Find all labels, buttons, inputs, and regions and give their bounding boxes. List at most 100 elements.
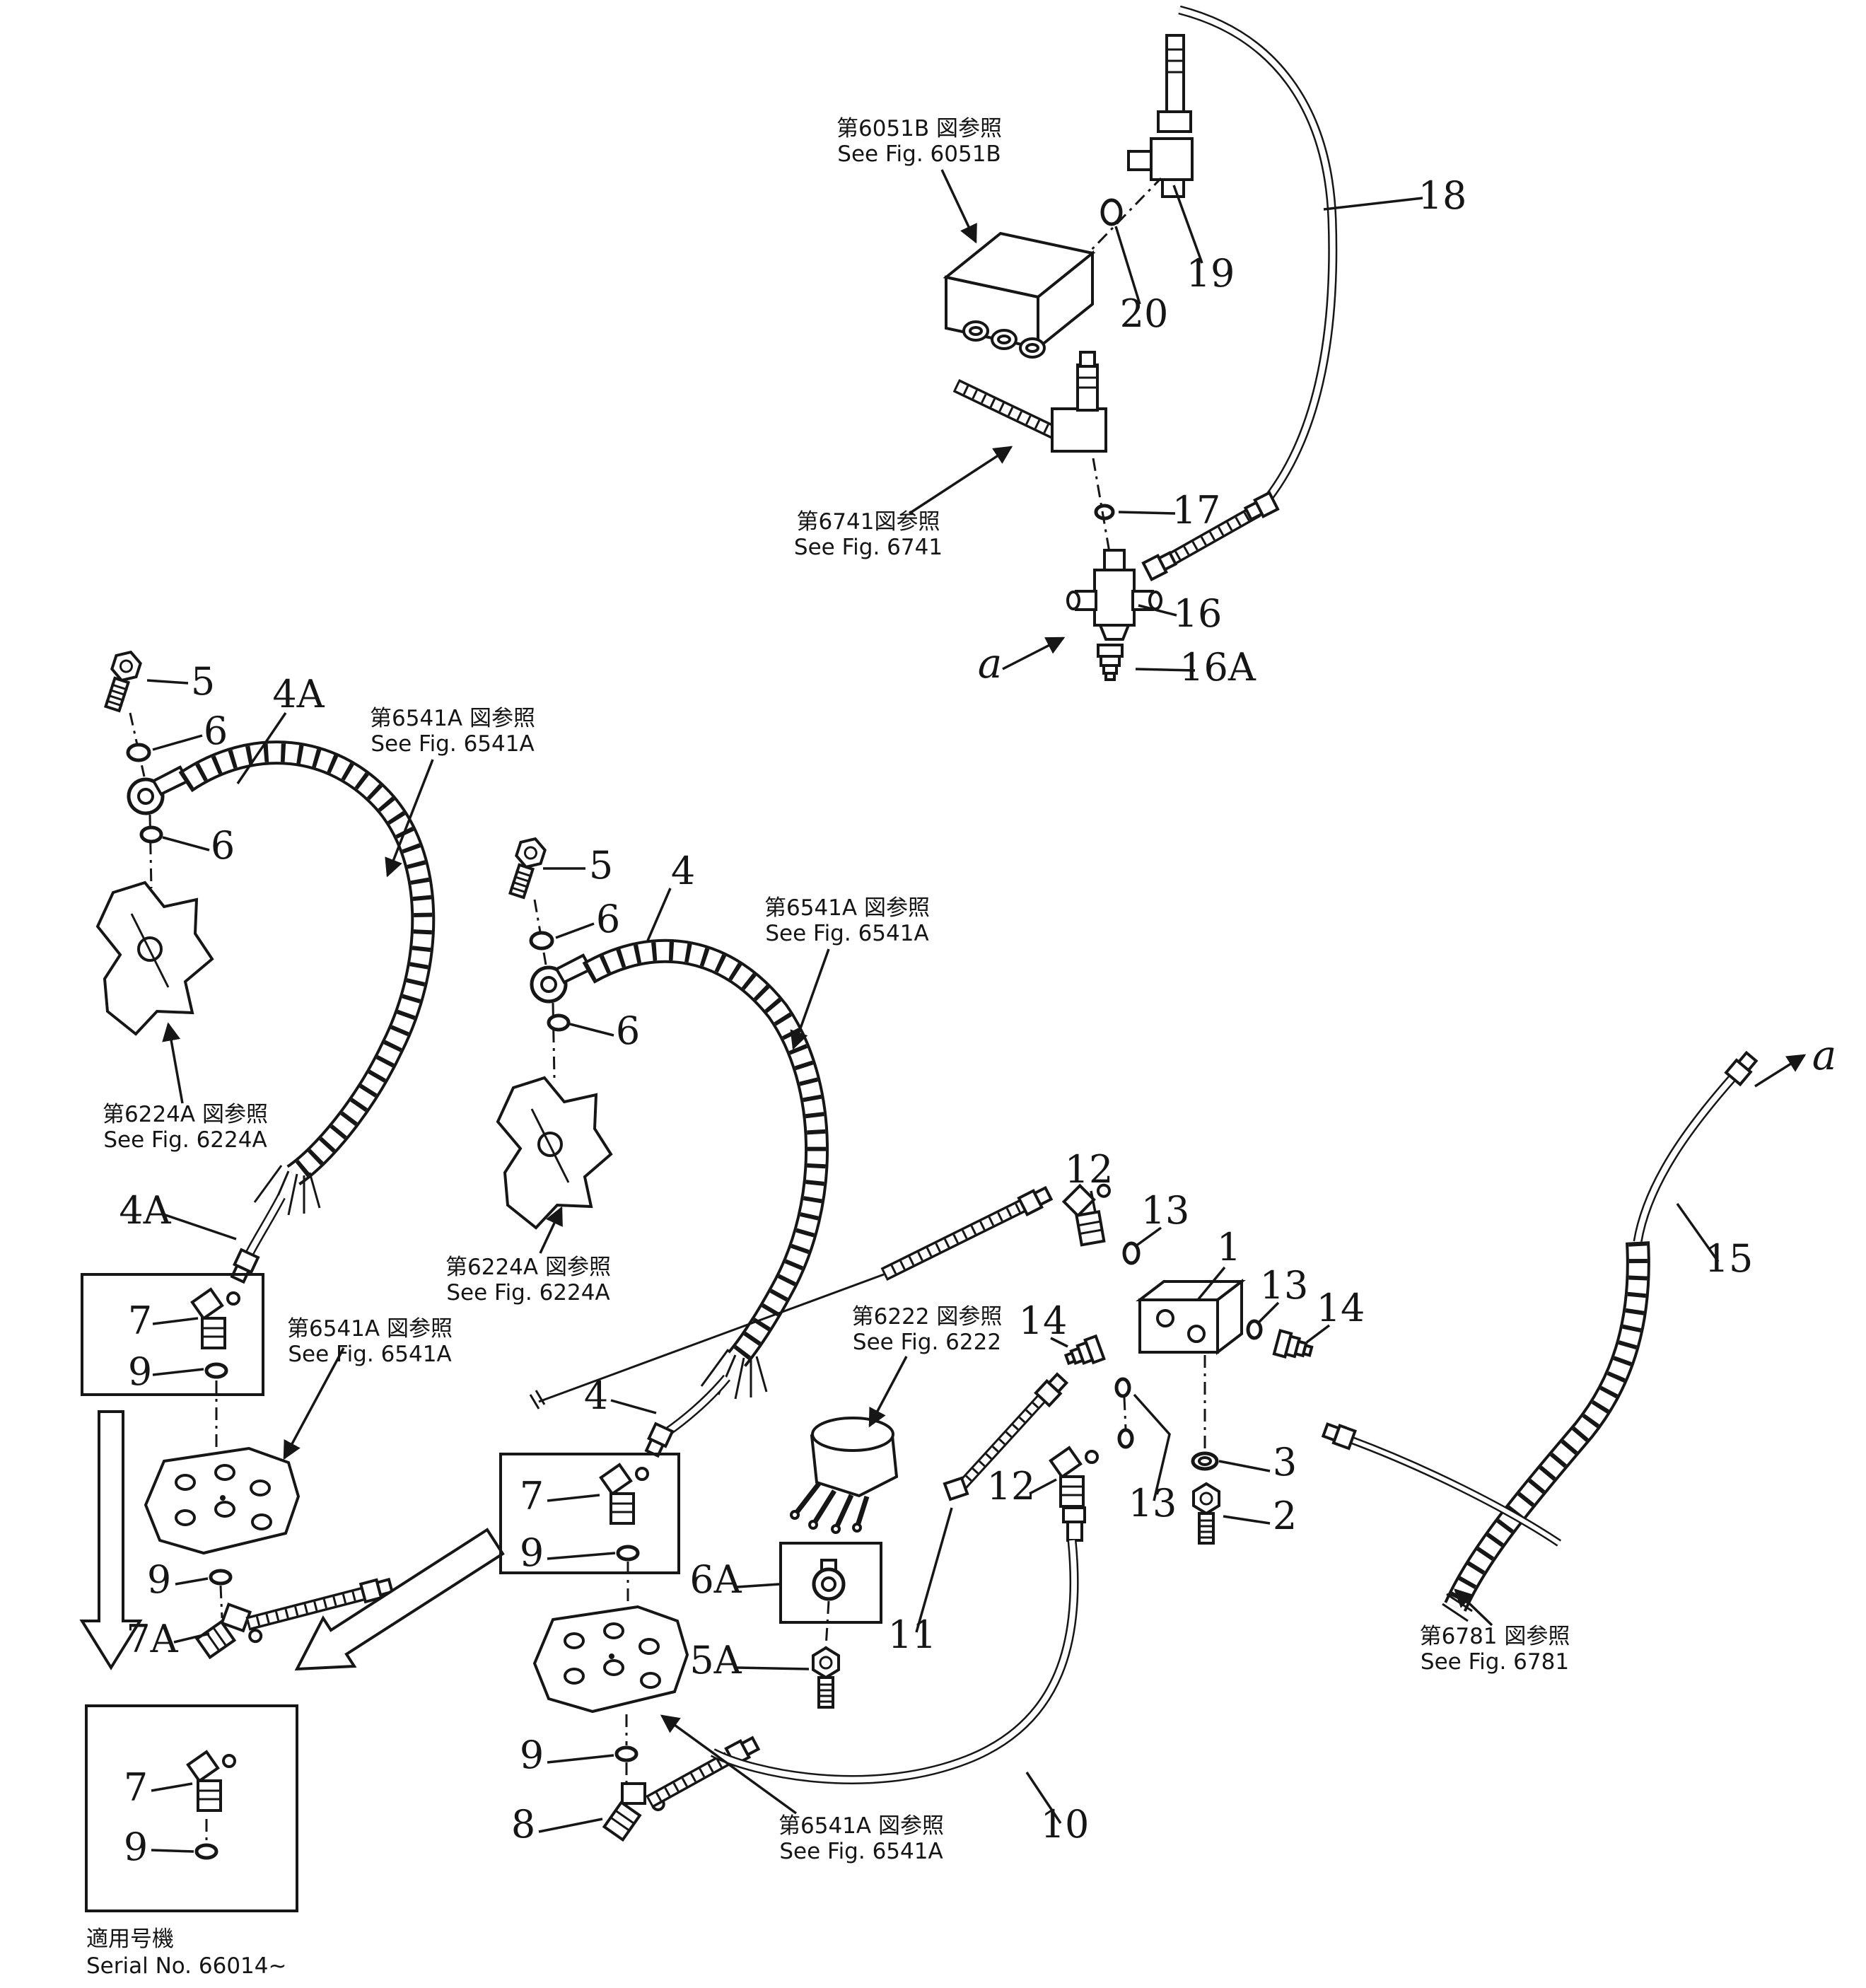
fig-ref-6541a-bottom-en: See Fig. 6541A bbox=[779, 1839, 943, 1864]
callout-6a: 6A bbox=[689, 1557, 742, 1602]
callout-16: 16 bbox=[1174, 591, 1223, 636]
callout-3: 3 bbox=[1273, 1440, 1297, 1484]
fig-ref-6541a-mid-en: See Fig. 6541A bbox=[765, 921, 928, 946]
hose-4-end bbox=[642, 1374, 731, 1459]
arrow-a-right bbox=[1754, 1054, 1807, 1088]
box-6a bbox=[779, 1542, 882, 1624]
oring-6-mid-1 bbox=[529, 931, 554, 951]
box-7-9-left bbox=[81, 1273, 264, 1396]
plug-14-left bbox=[1061, 1335, 1106, 1372]
callout-20: 20 bbox=[1120, 291, 1169, 336]
callout-15: 15 bbox=[1705, 1236, 1754, 1281]
fig-ref-6222-jp: 第6222 図参照 bbox=[852, 1304, 1003, 1330]
leader-lines bbox=[146, 169, 1720, 1853]
callout-1: 1 bbox=[1217, 1225, 1241, 1269]
hose-18 bbox=[1178, 5, 1338, 508]
callout-19: 19 bbox=[1186, 251, 1235, 296]
block-1 bbox=[1136, 1278, 1246, 1356]
fig-ref-6224a-mid-jp: 第6224A 図参照 bbox=[445, 1255, 611, 1280]
fig-ref-6224a-mid-en: See Fig. 6224A bbox=[446, 1280, 610, 1306]
callout-13-top: 13 bbox=[1141, 1188, 1190, 1233]
oring-20 bbox=[1100, 198, 1123, 226]
callout-6-mid-1: 6 bbox=[596, 897, 620, 941]
bolt-5a bbox=[812, 1646, 840, 1709]
callout-13-low: 13 bbox=[1129, 1481, 1177, 1525]
fig-ref-6541a-bottom-jp: 第6541A 図参照 bbox=[779, 1813, 944, 1839]
callout-9-mid: 9 bbox=[520, 1530, 544, 1575]
oring-6-left-1 bbox=[126, 743, 151, 762]
callout-9-bottom: 9 bbox=[124, 1825, 148, 1869]
callout-10: 10 bbox=[1041, 1802, 1090, 1847]
fig-ref-6541a-topleft-jp: 第6541A 図参照 bbox=[370, 706, 535, 731]
callout-14-left: 14 bbox=[1019, 1298, 1068, 1343]
elbow-7-left bbox=[190, 1288, 240, 1349]
callout-4a-top: 4A bbox=[272, 672, 325, 716]
elbow-8 bbox=[594, 1771, 670, 1849]
callout-4-mid: 4 bbox=[584, 1373, 608, 1418]
fig-ref-6541a-mid-jp: 第6541A 図参照 bbox=[764, 895, 930, 921]
fig-ref-6541a-leftmid-en: See Fig. 6541A bbox=[288, 1342, 451, 1367]
fig-ref-6051b-en: See Fig. 6051B bbox=[837, 141, 1001, 167]
callout-7-bottom: 7 bbox=[124, 1765, 148, 1810]
hose-8 bbox=[646, 1736, 759, 1808]
callout-6-left-1: 6 bbox=[204, 709, 228, 753]
tube-fitting-19 bbox=[1127, 34, 1194, 198]
hose-15 bbox=[1442, 1050, 1760, 1622]
fig-ref-6781-en: See Fig. 6781 bbox=[1421, 1649, 1569, 1675]
callout-14-right: 14 bbox=[1317, 1286, 1365, 1330]
callout-12-top: 12 bbox=[1065, 1147, 1114, 1192]
fitting-6a bbox=[812, 1559, 846, 1601]
hose-12-line bbox=[880, 1183, 1054, 1281]
callout-11: 11 bbox=[888, 1612, 937, 1657]
callout-4a-mid: 4A bbox=[119, 1188, 171, 1233]
box-serial-left bbox=[85, 1704, 298, 1912]
hose-7a bbox=[245, 1575, 395, 1631]
callout-6-mid-2: 6 bbox=[616, 1008, 640, 1053]
callout-6-left-2: 6 bbox=[211, 823, 235, 868]
oring-9-bottom bbox=[194, 1843, 218, 1860]
box-7-9-mid bbox=[499, 1453, 680, 1574]
washer-3 bbox=[1191, 1355, 1219, 1471]
fig-ref-6222-en: See Fig. 6222 bbox=[853, 1330, 1001, 1355]
plate-6541a-mid bbox=[532, 1605, 689, 1714]
elbow-7a bbox=[189, 1595, 268, 1670]
oring-9-left-under bbox=[209, 1569, 233, 1586]
callout-9-left: 9 bbox=[128, 1349, 152, 1394]
oring-13-right bbox=[1246, 1319, 1263, 1340]
bolt-2 bbox=[1192, 1482, 1220, 1545]
serial-note: 適用号機 Serial No. 66014~ bbox=[86, 1926, 286, 1979]
callout-7-mid: 7 bbox=[520, 1474, 544, 1518]
connector-6222 bbox=[790, 1417, 899, 1534]
callout-12-low: 12 bbox=[987, 1464, 1036, 1509]
hose-6741 bbox=[952, 351, 1107, 453]
elbow-7-mid bbox=[599, 1463, 649, 1525]
fig-ref-6541a-leftmid-jp: 第6541A 図参照 bbox=[287, 1316, 453, 1342]
fig-ref-6541a-topleft-en: See Fig. 6541A bbox=[371, 731, 534, 757]
fig-ref-6051b-jp: 第6051B 図参照 bbox=[836, 116, 1002, 141]
stud-11 bbox=[943, 1371, 1071, 1501]
banjo-left bbox=[126, 767, 192, 889]
clamp-6224a-mid bbox=[496, 1076, 613, 1230]
fig-ref-6224a-left-jp: 第6224A 図参照 bbox=[103, 1102, 268, 1127]
manifold-6051b bbox=[943, 177, 1162, 359]
callout-9-mid-under: 9 bbox=[520, 1733, 544, 1777]
callout-2: 2 bbox=[1273, 1494, 1297, 1538]
oring-13-top bbox=[1122, 1241, 1141, 1265]
fig-ref-labels: 第6051B 図参照 See Fig. 6051B 第6741図参照 See F… bbox=[103, 116, 1570, 1864]
hose-16-to-18 bbox=[1141, 491, 1280, 581]
hose-15-branch bbox=[1320, 1419, 1562, 1547]
fig-ref-6224a-left-en: See Fig. 6224A bbox=[103, 1127, 267, 1153]
oring-17 bbox=[1092, 458, 1115, 565]
callout-labels: 18 19 20 17 16 a 16A 5 4A 6 6 4A 7 9 9 7… bbox=[119, 173, 1836, 1869]
arrow-diagonal bbox=[294, 1528, 505, 1671]
oring-6-left-2 bbox=[139, 825, 163, 844]
oring-9-mid-under bbox=[614, 1745, 638, 1762]
callout-16a: 16A bbox=[1179, 645, 1256, 690]
hose-10 bbox=[711, 1540, 1079, 1784]
callout-18: 18 bbox=[1418, 173, 1467, 218]
hose-4a-end bbox=[228, 1194, 286, 1285]
plug-14-right bbox=[1272, 1329, 1316, 1365]
callout-13-right: 13 bbox=[1260, 1263, 1309, 1308]
